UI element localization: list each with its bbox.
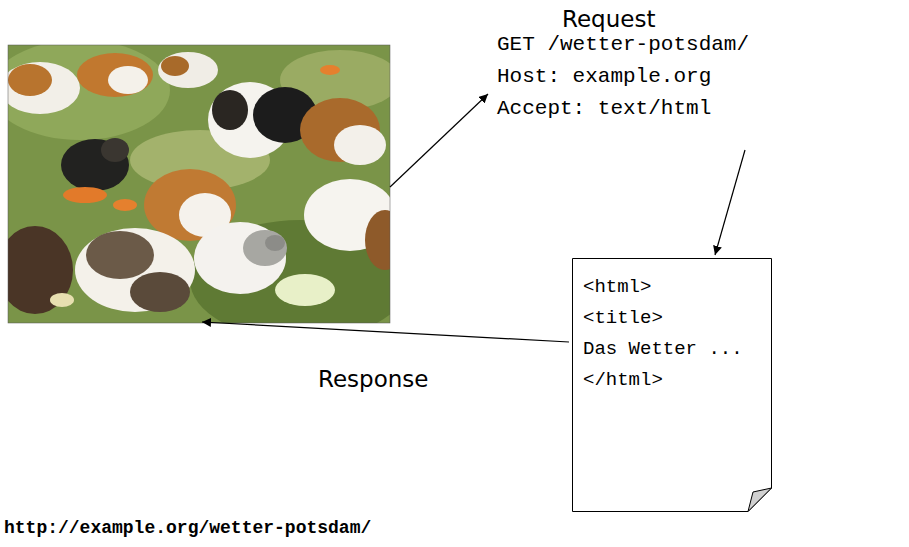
- photo-frame: [8, 45, 390, 323]
- page-fold: [748, 488, 772, 512]
- response-arrow: [202, 322, 569, 342]
- header-line: Accept: text/html: [497, 93, 711, 125]
- document-page: <html><title>Das Wetter ...</html>: [572, 258, 772, 512]
- html-code-line: </html>: [583, 365, 761, 396]
- html-code-line: <title>: [583, 303, 761, 334]
- request-to-document-arrow: [715, 150, 745, 255]
- html-code-line: <html>: [583, 272, 761, 303]
- html-code-line: Das Wetter ...: [583, 334, 761, 365]
- heading-label: Response: [318, 366, 428, 392]
- request-line: GET /wetter-potsdam/: [497, 29, 749, 61]
- guinea-pig-photo: [8, 45, 390, 323]
- request-arrow: [390, 94, 488, 187]
- header-line: Host: example.org: [497, 61, 711, 93]
- page-border: [573, 259, 772, 512]
- url-label: http://example.org/wetter-potsdam/: [4, 518, 371, 538]
- heading-label: Request: [562, 6, 655, 32]
